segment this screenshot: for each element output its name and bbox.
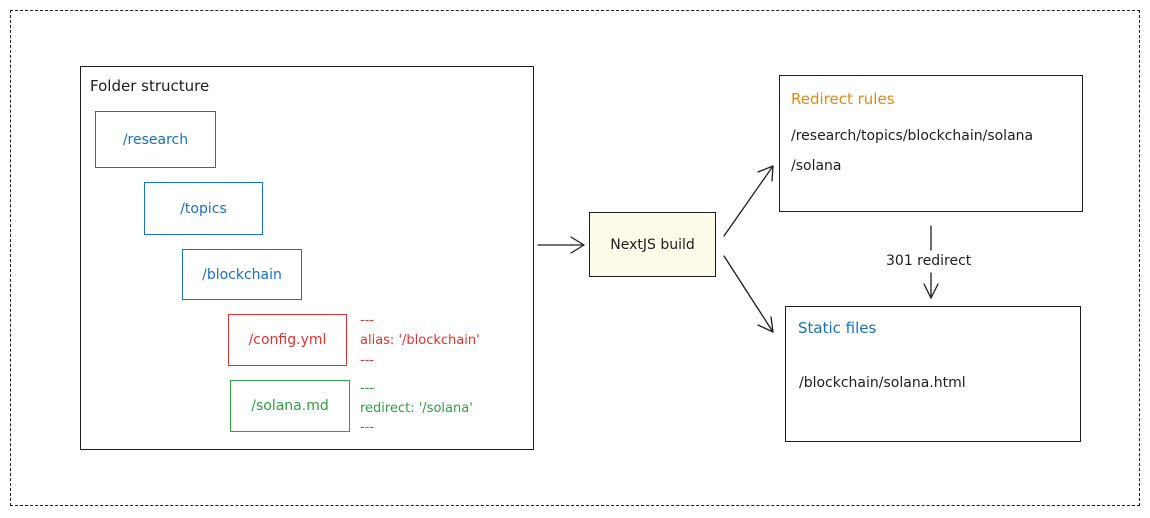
redirect-rule-target: /solana [791, 158, 842, 174]
outer-frame [10, 10, 1140, 506]
arrow-redirect-to-static [923, 225, 939, 299]
arrow-build-to-redirect-rules [723, 165, 774, 237]
folder-structure-title: Folder structure [90, 77, 210, 95]
redirect-301-label: 301 redirect [884, 253, 974, 269]
config-frontmatter-open: --- [360, 313, 375, 328]
arrow-build-to-static-files [723, 255, 774, 333]
file-solana-md: /solana.md [230, 380, 350, 432]
folder-blockchain: /blockchain [182, 249, 302, 300]
solana-frontmatter-close: --- [360, 420, 375, 435]
config-frontmatter-close: --- [360, 353, 375, 368]
file-config-yml: /config.yml [228, 314, 347, 366]
static-files-panel [785, 306, 1081, 442]
nextjs-build-node: NextJS build [589, 212, 716, 277]
redirect-rule-source: /research/topics/blockchain/solana [791, 128, 1034, 144]
solana-frontmatter-open: --- [360, 381, 375, 396]
redirect-rules-panel [779, 75, 1083, 212]
config-frontmatter-alias: alias: '/blockchain' [360, 333, 480, 348]
folder-topics: /topics [144, 182, 263, 235]
solana-frontmatter-redirect: redirect: '/solana' [360, 401, 473, 416]
static-file-path: /blockchain/solana.html [799, 375, 966, 391]
static-files-title: Static files [798, 319, 877, 337]
redirect-rules-title: Redirect rules [791, 90, 895, 108]
folder-research: /research [95, 111, 216, 168]
arrow-folder-to-build [537, 236, 585, 254]
